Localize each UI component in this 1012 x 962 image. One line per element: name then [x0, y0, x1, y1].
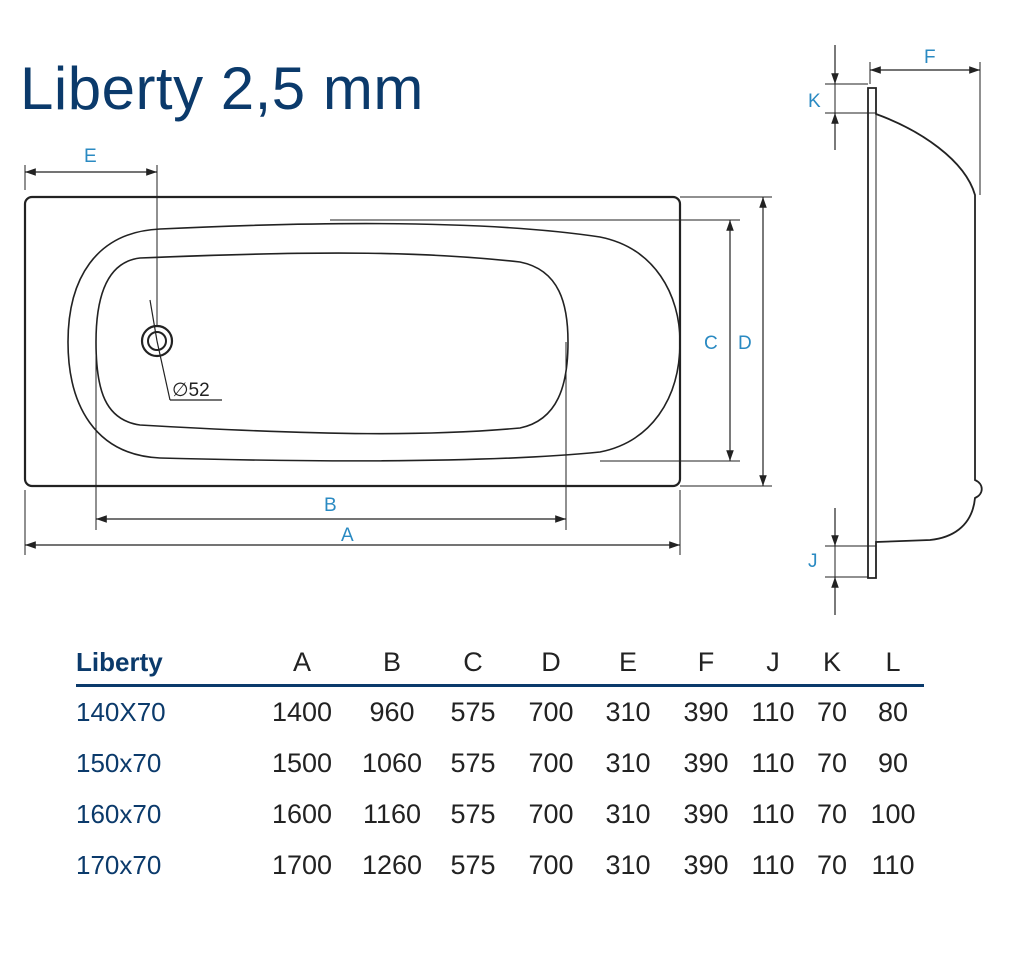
- table-row: 150x70 1500 1060 575 700 310 390 110 70 …: [76, 738, 924, 789]
- table-cell: 1600: [271, 799, 333, 829]
- table-cell: 80: [877, 697, 909, 727]
- table-cell: 1400: [271, 697, 333, 727]
- table-cell: 1500: [271, 748, 333, 778]
- model-column-header: Liberty: [76, 640, 252, 687]
- tub-inner-rim: [67, 222, 681, 462]
- dim-label-k: K: [808, 91, 821, 112]
- dim-label-a: A: [341, 525, 354, 546]
- dim-label-b: B: [324, 495, 337, 516]
- column-header: B: [352, 640, 432, 687]
- table-cell: 575: [450, 748, 496, 778]
- table-cell: 1060: [361, 748, 423, 778]
- table-cell: 700: [528, 748, 574, 778]
- table-cell: 700: [528, 850, 574, 880]
- tub-side-profile: [867, 87, 983, 579]
- dim-label-e: E: [84, 146, 97, 167]
- table-header-row: Liberty A B C D E F J K L: [76, 640, 924, 687]
- table-cell: 575: [450, 697, 496, 727]
- table-row: 160x70 1600 1160 575 700 310 390 110 70 …: [76, 789, 924, 840]
- table-cell: 310: [605, 799, 651, 829]
- tub-basin: [95, 252, 569, 435]
- table-cell: 1160: [362, 799, 422, 829]
- model-cell: 170x70: [76, 850, 162, 880]
- column-header: L: [862, 640, 924, 687]
- table-cell: 390: [683, 697, 729, 727]
- table-cell: 700: [528, 799, 574, 829]
- table-cell: 310: [605, 748, 651, 778]
- column-header: E: [588, 640, 668, 687]
- dim-label-d: D: [738, 333, 752, 354]
- dimensions-table: Liberty A B C D E F J K L 140X70 1400 96…: [76, 640, 924, 891]
- dim-label-f: F: [924, 47, 936, 68]
- tub-outer-rim: [23, 195, 682, 488]
- table-cell: 100: [870, 799, 916, 829]
- model-cell: 140X70: [76, 697, 166, 727]
- table-cell: 310: [605, 850, 651, 880]
- table-cell: 310: [605, 697, 651, 727]
- table-cell: 110: [751, 799, 795, 829]
- model-cell: 160x70: [76, 799, 162, 829]
- table-row: 170x70 1700 1260 575 700 310 390 110 70 …: [76, 840, 924, 891]
- table-cell: 1700: [271, 850, 333, 880]
- table-cell: 70: [816, 850, 848, 880]
- column-header: K: [802, 640, 862, 687]
- table-cell: 390: [683, 799, 729, 829]
- table-cell: 110: [871, 850, 915, 880]
- table-cell: 70: [816, 697, 848, 727]
- table-cell: 70: [816, 799, 848, 829]
- column-header: A: [252, 640, 352, 687]
- table-cell: 960: [369, 697, 415, 727]
- table-cell: 110: [751, 697, 795, 727]
- model-cell: 150x70: [76, 748, 162, 778]
- drain-label: ∅52: [172, 380, 210, 401]
- table-row: 140X70 1400 960 575 700 310 390 110 70 8…: [76, 686, 924, 739]
- dim-label-c: C: [704, 333, 718, 354]
- table-cell: 70: [816, 748, 848, 778]
- column-header: C: [432, 640, 514, 687]
- table-cell: 575: [450, 850, 496, 880]
- table-cell: 1260: [361, 850, 423, 880]
- column-header: J: [744, 640, 802, 687]
- table-cell: 110: [751, 850, 795, 880]
- page-title: Liberty 2,5 mm: [20, 55, 424, 122]
- dim-label-j: J: [808, 551, 818, 572]
- table-cell: 110: [751, 748, 795, 778]
- column-header: D: [514, 640, 588, 687]
- table-cell: 390: [683, 748, 729, 778]
- table-cell: 700: [528, 697, 574, 727]
- table-cell: 90: [877, 748, 909, 778]
- column-header: F: [668, 640, 744, 687]
- drain-inner: [147, 331, 167, 351]
- table-cell: 575: [450, 799, 496, 829]
- table-cell: 390: [683, 850, 729, 880]
